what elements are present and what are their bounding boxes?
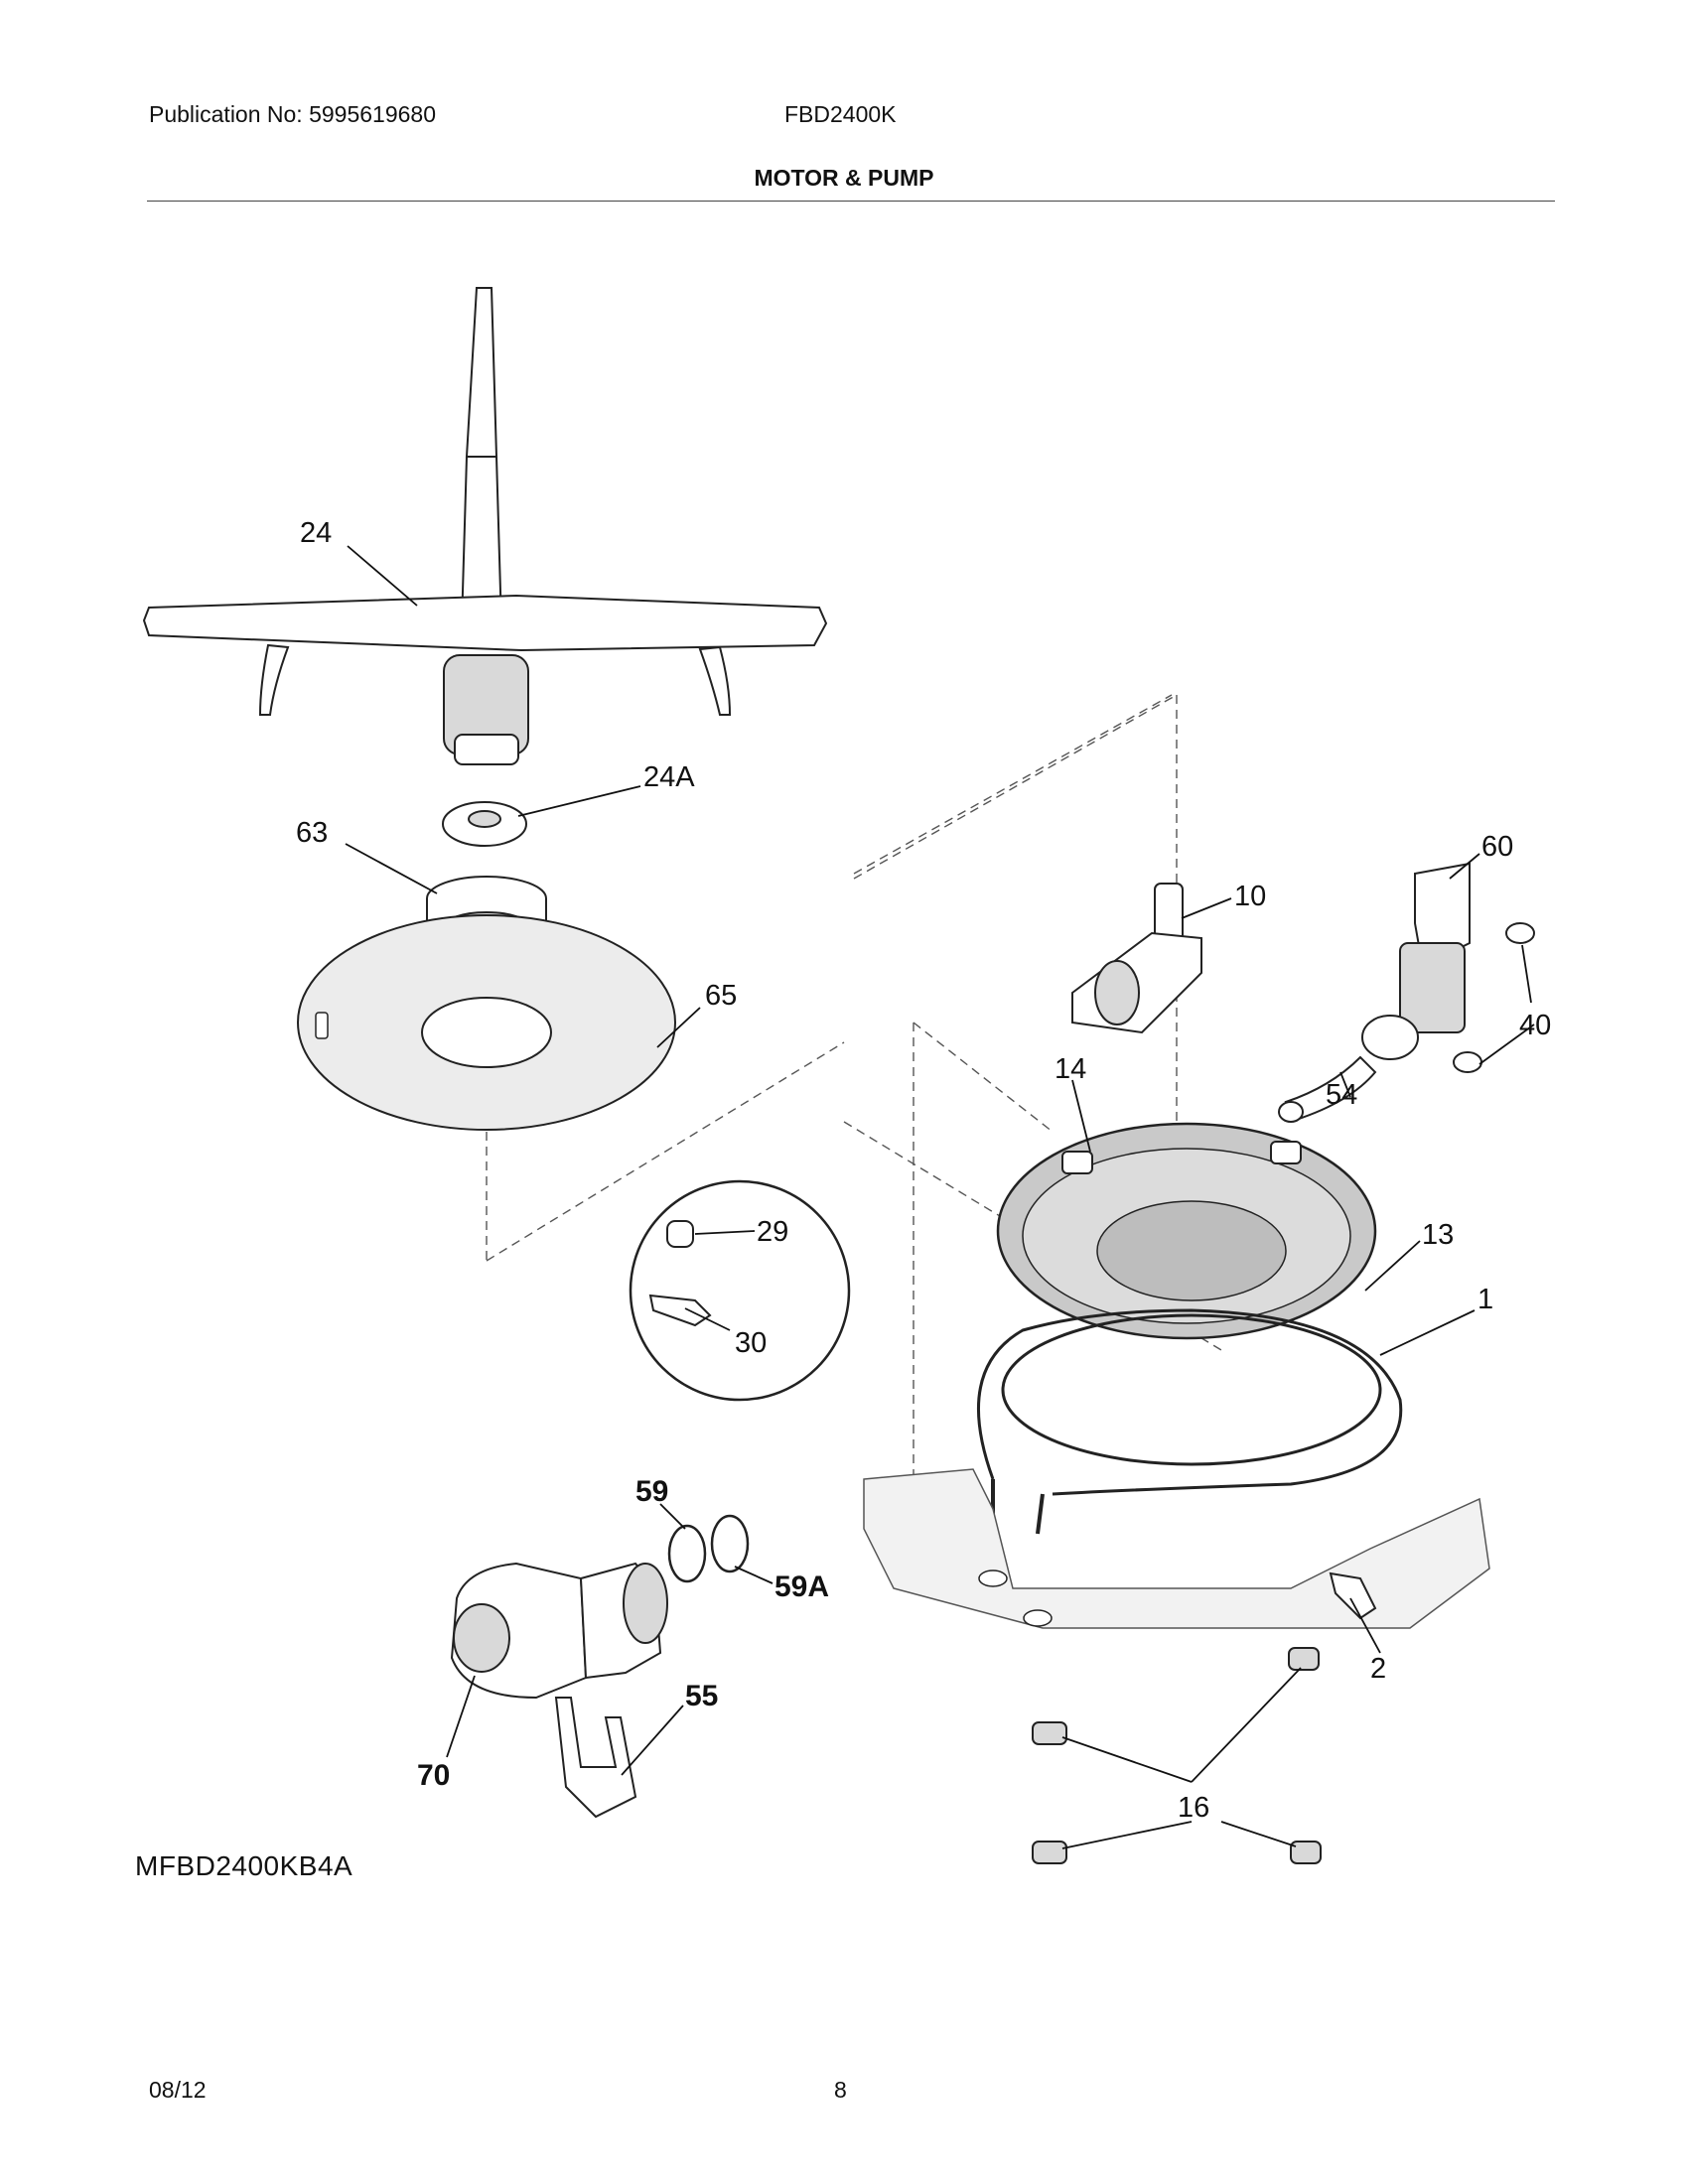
callout-labels: 24 24A 63 65 10 60 40 54 14 13 1 29 30 5… bbox=[296, 517, 1551, 1824]
publication-number: Publication No: 5995619680 bbox=[149, 101, 437, 127]
callout-24a: 24A bbox=[643, 761, 695, 793]
mounting-clips bbox=[1032, 1647, 1322, 1864]
fine-filter-screen bbox=[297, 914, 676, 1131]
model-number: FBD2400K bbox=[784, 101, 897, 127]
callout-70: 70 bbox=[417, 1759, 450, 1792]
inlet-hose bbox=[1278, 1055, 1377, 1123]
sump-base bbox=[863, 1468, 1490, 1629]
callout-40: 40 bbox=[1519, 1010, 1551, 1041]
pump-motor bbox=[450, 1562, 668, 1700]
callout-24: 24 bbox=[300, 517, 332, 549]
motor-mount-bracket bbox=[554, 1697, 637, 1819]
callout-59a: 59A bbox=[774, 1570, 829, 1603]
callout-55: 55 bbox=[685, 1680, 718, 1712]
callout-29: 29 bbox=[757, 1216, 788, 1248]
header-divider bbox=[147, 201, 1555, 202]
callout-14: 14 bbox=[1055, 1053, 1086, 1085]
page-number: 8 bbox=[834, 2077, 847, 2103]
callout-59: 59 bbox=[635, 1475, 668, 1508]
footer-date: 08/12 bbox=[149, 2077, 207, 2103]
callout-16: 16 bbox=[1178, 1792, 1209, 1824]
callout-60: 60 bbox=[1481, 831, 1513, 863]
callout-65: 65 bbox=[705, 980, 737, 1012]
section-title: MOTOR & PUMP bbox=[754, 165, 934, 191]
callout-63: 63 bbox=[296, 817, 328, 849]
spray-arm-bearing bbox=[442, 801, 527, 847]
callout-leader-lines bbox=[345, 545, 1535, 1849]
diagram-code: MFBD2400KB4A bbox=[135, 1850, 353, 1881]
callout-30: 30 bbox=[735, 1327, 767, 1359]
callout-2: 2 bbox=[1370, 1653, 1386, 1685]
callout-1: 1 bbox=[1477, 1284, 1493, 1315]
callout-54: 54 bbox=[1326, 1079, 1357, 1111]
lower-spray-arm bbox=[142, 287, 828, 765]
sump-bracket bbox=[1329, 1571, 1377, 1620]
detail-circle bbox=[629, 1179, 851, 1402]
sump-cover bbox=[996, 1122, 1377, 1340]
callout-13: 13 bbox=[1422, 1219, 1454, 1251]
sump-gasket bbox=[1001, 1313, 1382, 1466]
callout-10: 10 bbox=[1234, 881, 1266, 912]
inlet-valve bbox=[1361, 862, 1471, 1060]
pump-o-rings bbox=[667, 1514, 750, 1583]
water-valve bbox=[1071, 883, 1202, 1034]
